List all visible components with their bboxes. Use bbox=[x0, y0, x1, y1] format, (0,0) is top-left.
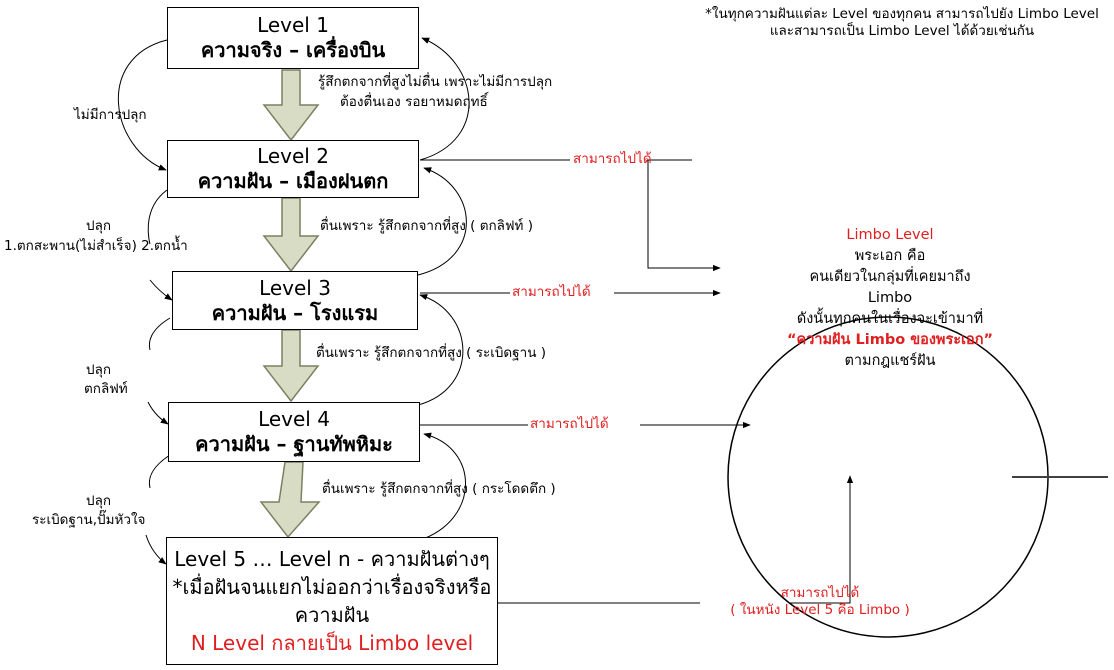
left-label-2a: ปลุก bbox=[86, 218, 112, 234]
level-2-subtitle: ความฝัน – เมืองฝนตก bbox=[197, 169, 389, 193]
left-curve-2-3-end bbox=[149, 279, 173, 301]
limbo-line-6: ตามกฎแชร์ฝัน bbox=[844, 353, 936, 369]
can-go-label-3: สามารถไปได้ bbox=[512, 284, 591, 300]
limbo-line-4: ดังนั้นทุกคนในเรื่องจะเข้ามาที่ bbox=[796, 311, 984, 327]
level-3-box: Level 3 ความฝัน – โรงแรม bbox=[172, 271, 418, 330]
left-label-3a: ปลุก bbox=[86, 362, 112, 378]
level-4-title: Level 4 bbox=[258, 407, 330, 431]
right-label-1a: รู้สึกตกจากที่สูงไม่ตื่น เพราะไม่มีการปล… bbox=[318, 74, 553, 90]
level-1-box: Level 1 ความจริง – เครื่องบิน bbox=[167, 7, 419, 69]
right-curve-4-3 bbox=[417, 294, 464, 406]
limbo-line-1: พระเอก คือ bbox=[854, 248, 926, 264]
left-curve-3-4 bbox=[148, 317, 171, 351]
down-arrow-3-4 bbox=[262, 329, 320, 403]
level-5-box: Level 5 … Level n - ความฝันต่างๆ *เมื่อฝ… bbox=[166, 537, 498, 665]
connector-l2-down bbox=[647, 160, 721, 272]
level-5-line-2: *เมื่อฝันจนแยกไม่ออกว่าเรื่องจริงหรือควา… bbox=[172, 575, 492, 627]
limbo-line-5: “ความฝัน Limbo ของพระเอก” bbox=[786, 332, 994, 348]
level-3-title: Level 3 bbox=[259, 275, 331, 300]
can-go-label-4: สามารถไปได้ bbox=[530, 416, 609, 432]
down-arrow-1-2 bbox=[262, 69, 320, 142]
left-label-3b: ตกลิฟท์ bbox=[84, 381, 128, 397]
right-curve-3-2 bbox=[417, 167, 467, 276]
note-line-2: และสามารถเป็น Limbo Level ได้ด้วยเช่นกัน bbox=[769, 23, 1035, 39]
limbo-line-2: คนเดียวในกลุ่มที่เคยมาถึง bbox=[809, 269, 971, 285]
right-label-3: ตื่นเพราะ รู้สึกตกจากที่สูง ( ระเบิดฐาน … bbox=[316, 345, 547, 361]
left-curve-4-5-end bbox=[145, 534, 167, 565]
right-curve-5-4 bbox=[419, 432, 466, 541]
level-4-box: Level 4 ความฝัน – ฐานทัพหิมะ bbox=[168, 402, 420, 462]
limbo-circle bbox=[727, 316, 1049, 638]
down-arrow-2-3 bbox=[262, 197, 320, 273]
left-label-1: ไม่มีการปลุก bbox=[74, 107, 147, 123]
level-1-subtitle: ความจริง – เครื่องบิน bbox=[200, 38, 386, 62]
down-arrow-4-5 bbox=[259, 461, 321, 539]
level-5-line-3: N Level กลายเป็น Limbo level bbox=[190, 631, 474, 655]
right-label-4: ตื่นเพราะ รู้สึกตกจากที่สูง ( กระโดดตึก … bbox=[322, 481, 556, 497]
limbo-line-3: Limbo bbox=[867, 290, 913, 306]
left-curve-4-5 bbox=[148, 454, 171, 489]
right-label-2: ตื่นเพราะ รู้สึกตกจากที่สูง ( ตกลิฟท์ ) bbox=[320, 218, 533, 234]
level-5-line-1: Level 5 … Level n - ความฝันต่างๆ bbox=[174, 547, 490, 571]
note-line-1: *ในทุกความฝันแต่ละ Level ของทุกคน สามารถ… bbox=[705, 6, 1099, 22]
can-go-label-5: สามารถไปได้ ( ในหนัง Level 5 คือ Limbo ) bbox=[700, 585, 940, 619]
left-curve-2-3 bbox=[147, 189, 168, 245]
right-label-1b: ต้องตื่นเอง รอยาหมดฤทธิ์ bbox=[340, 94, 488, 110]
left-curve-1-2 bbox=[118, 39, 168, 171]
note: *ในทุกความฝันแต่ละ Level ของทุกคน สามารถ… bbox=[690, 6, 1114, 40]
level-2-box: Level 2 ความฝัน – เมืองฝนตก bbox=[167, 140, 419, 198]
can-go-label-5-line-2: ( ในหนัง Level 5 คือ Limbo ) bbox=[730, 602, 910, 618]
right-curve-2-1 bbox=[419, 37, 470, 161]
connector-l5-up bbox=[790, 475, 854, 604]
left-label-4b: ระเบิดฐาน,ปั๊มหัวใจ bbox=[32, 512, 146, 528]
limbo-title: Limbo Level bbox=[846, 227, 934, 243]
level-1-title: Level 1 bbox=[257, 13, 329, 37]
left-label-4a: ปลุก bbox=[86, 493, 112, 509]
level-2-title: Level 2 bbox=[257, 144, 329, 168]
can-go-label-5-line-1: สามารถไปได้ bbox=[780, 585, 860, 601]
limbo-text: Limbo Level พระเอก คือ คนเดียวในกลุ่มที่… bbox=[740, 225, 1040, 372]
left-label-2b: 1.ตกสะพาน(ไม่สำเร็จ) 2.ตกน้ำ bbox=[4, 238, 188, 254]
can-go-label-2: สามารถไปได้ bbox=[573, 151, 652, 167]
level-4-subtitle: ความฝัน – ฐานทัพหิมะ bbox=[195, 432, 393, 456]
level-3-subtitle: ความฝัน – โรงแรม bbox=[211, 300, 379, 325]
left-curve-3-4-end bbox=[147, 401, 169, 425]
